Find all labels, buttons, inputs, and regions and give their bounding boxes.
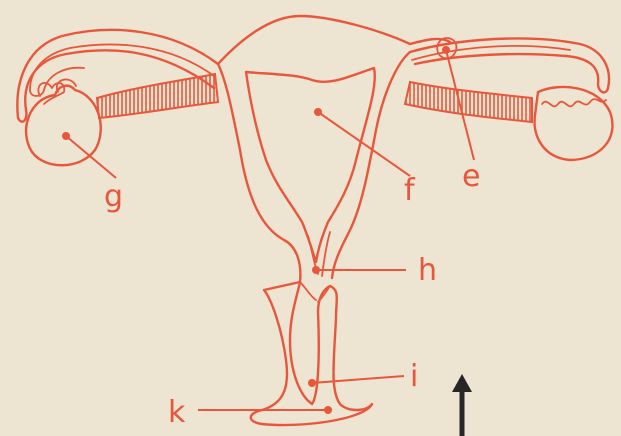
vaginal-fornix-left [300,282,316,300]
label-f: f [404,173,416,208]
up-arrow-icon [452,374,472,436]
uterus-fundus [218,16,450,64]
label-k: k [168,395,186,430]
right-ovarian-ligament [405,82,532,122]
right-ovary [535,87,613,160]
label-i: i [410,359,418,394]
leader-line-i [312,376,404,383]
label-e: e [462,159,480,194]
uterus-outer-wall-left [218,64,300,282]
leader-line-f [318,112,410,176]
uterine-cavity [246,68,375,262]
label-g: g [104,179,123,214]
left-ovary [26,86,101,166]
left-ovarian-ligament [97,74,218,118]
vagina-outline [251,282,372,425]
vaginal-fornix-right [318,286,330,302]
uterus-outer-wall-right [332,52,410,278]
right-ovary-wavy-edge [542,99,606,106]
leader-line-g [66,136,116,178]
label-h: h [418,253,437,288]
right-fallopian-tube-inner [412,46,570,60]
